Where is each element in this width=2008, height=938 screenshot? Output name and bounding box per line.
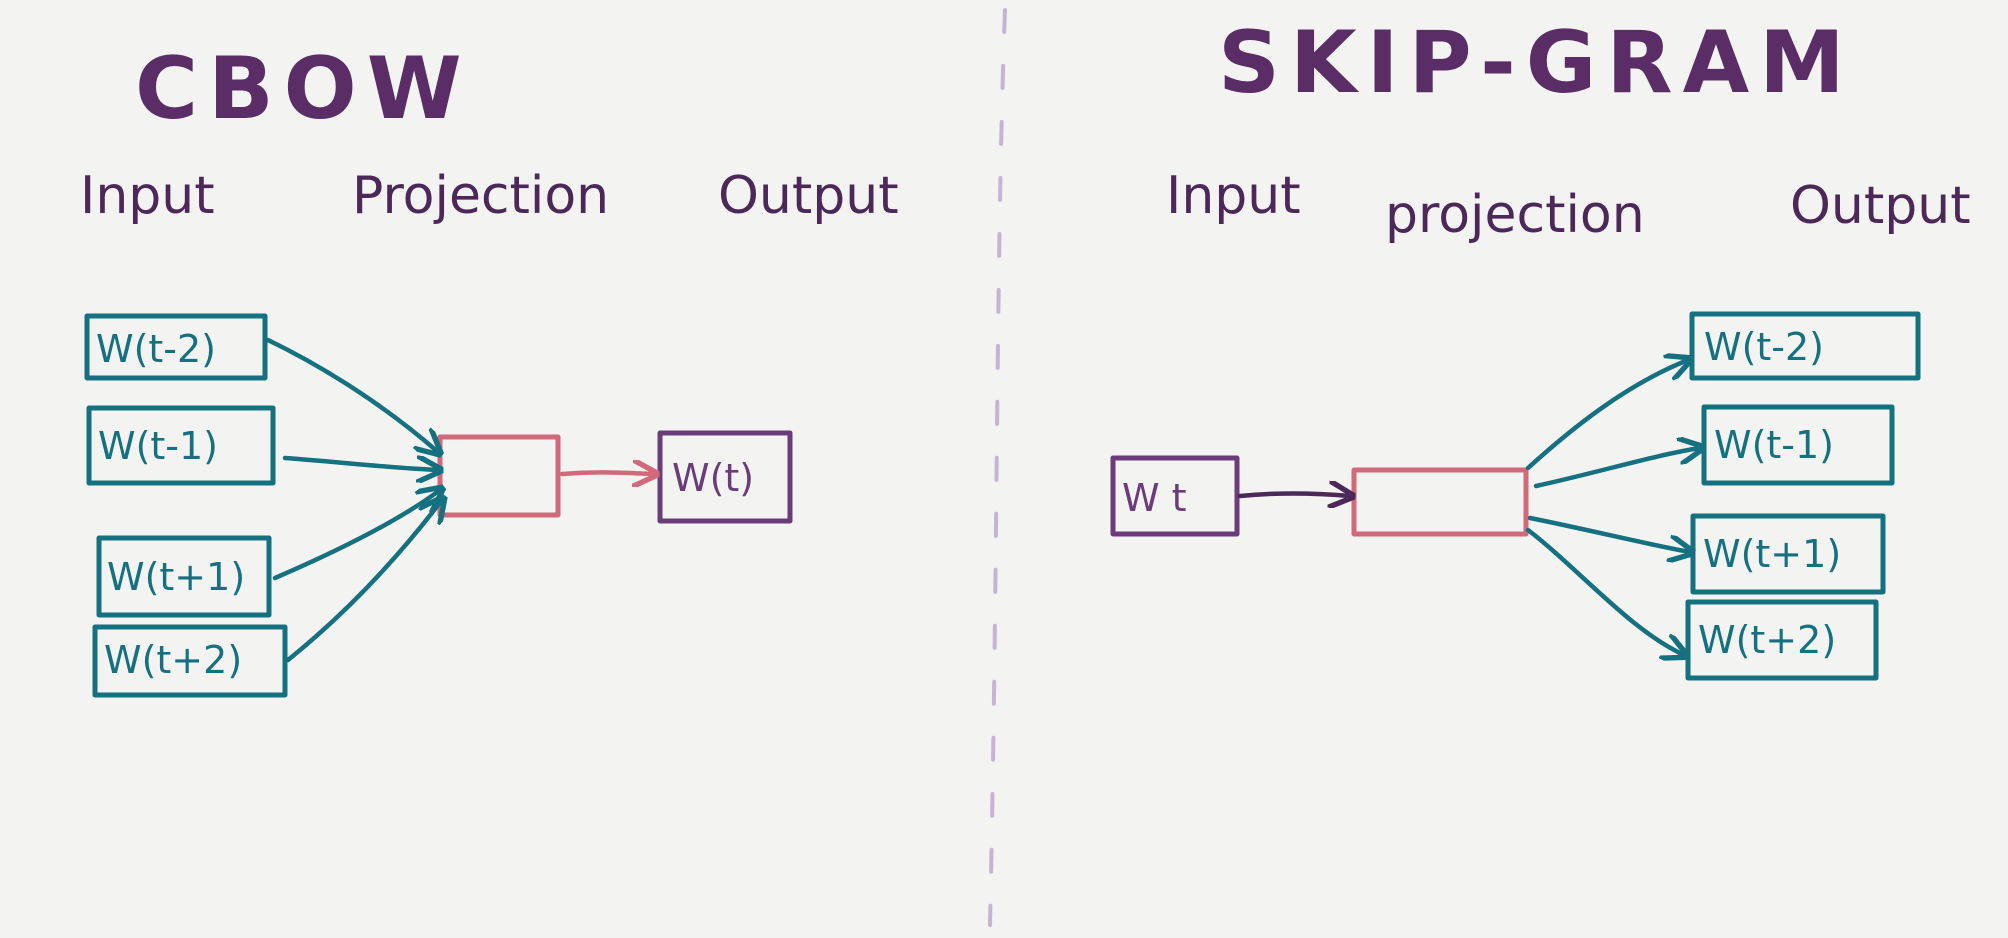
skipgram-arrow-2 xyxy=(1533,448,1700,489)
dashed-divider xyxy=(988,8,1007,927)
cbow-arrow-2 xyxy=(282,458,438,470)
cbow-projection-box xyxy=(437,434,561,518)
cbow-arrow-output xyxy=(559,472,654,474)
cbow-arrow-1 xyxy=(265,337,438,452)
skipgram-output-label-4: W(t+2) xyxy=(1698,618,1836,662)
skipgram-arrow-1 xyxy=(1525,360,1688,471)
skipgram-section: SKIP-GRAM Input projection Output W t W(… xyxy=(1110,13,1971,681)
cbow-title: CBOW xyxy=(135,39,472,139)
cbow-input-label-3: W(t+1) xyxy=(107,555,245,599)
cbow-input-box-2: W(t-1) xyxy=(86,405,276,486)
cbow-input-header: Input xyxy=(80,166,215,226)
skipgram-input-label: W t xyxy=(1122,476,1187,520)
cbow-input-box-1: W(t-2) xyxy=(84,313,268,381)
skipgram-output-box-3: W(t+1) xyxy=(1690,513,1886,595)
skipgram-output-box-2: W(t-1) xyxy=(1701,404,1895,486)
cbow-input-label-4: W(t+2) xyxy=(104,638,242,682)
skipgram-arrow-3 xyxy=(1527,515,1690,552)
skipgram-output-label-3: W(t+1) xyxy=(1703,532,1841,576)
skipgram-input-header: Input xyxy=(1166,166,1301,226)
skipgram-projection-box xyxy=(1351,467,1529,537)
cbow-projection-header: Projection xyxy=(352,166,609,226)
skipgram-title: SKIP-GRAM xyxy=(1218,13,1855,113)
cbow-output-box: W(t) xyxy=(657,430,793,524)
cbow-input-box-4: W(t+2) xyxy=(92,624,288,698)
skipgram-projection-header: projection xyxy=(1385,185,1645,245)
cbow-output-header: Output xyxy=(718,166,899,226)
skipgram-input-box: W t xyxy=(1110,455,1240,537)
skipgram-output-box-4: W(t+2) xyxy=(1685,599,1879,681)
skipgram-arrow-4 xyxy=(1525,527,1684,655)
cbow-output-label: W(t) xyxy=(672,456,754,500)
skipgram-output-label-2: W(t-1) xyxy=(1714,423,1834,467)
cbow-input-label-1: W(t-2) xyxy=(96,327,216,371)
cbow-input-box-3: W(t+1) xyxy=(96,535,272,618)
skipgram-output-box-1: W(t-2) xyxy=(1689,311,1921,381)
skipgram-output-label-1: W(t-2) xyxy=(1704,325,1824,369)
cbow-section: CBOW Input Projection Output W(t-2) W(t-… xyxy=(80,39,899,698)
skipgram-arrow-input xyxy=(1237,493,1350,496)
cbow-arrow-4 xyxy=(285,500,442,663)
cbow-input-label-2: W(t-1) xyxy=(98,424,218,468)
skipgram-output-header: Output xyxy=(1790,176,1971,236)
